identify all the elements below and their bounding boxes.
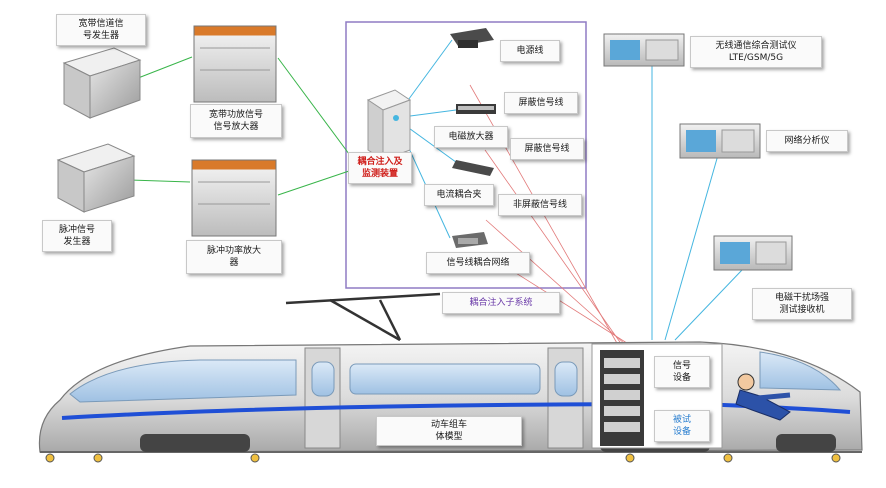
label-current-clamp: 电流耦合夹 (424, 184, 494, 206)
label-power-amp: 电磁放大器 (434, 126, 508, 148)
network-analyzer (679, 123, 761, 159)
label-shielded-signal-line-2: 屏蔽信号线 (510, 138, 584, 160)
label-power-line: 电源线 (500, 40, 560, 62)
label-signal-coupling-network: 信号线耦合网络 (426, 252, 530, 274)
power-amplifier-device (456, 104, 496, 114)
current-clamp-device (452, 160, 494, 176)
label-pulse-signal-generator: 脉冲信号 发生器 (42, 220, 112, 252)
label-test-device: 被试 设备 (654, 410, 710, 442)
label-broadband-power-amplifier: 宽带功放信号 信号放大器 (190, 104, 282, 138)
label-wireless-comm-tester: 无线通信综合测试仪 LTE/GSM/5G (690, 36, 822, 68)
label-shielded-signal-line: 屏蔽信号线 (504, 92, 578, 114)
emi-receiver (713, 235, 793, 271)
power-line-device (450, 28, 494, 48)
driver-figure (735, 373, 791, 421)
label-pulse-power-amplifier: 脉冲功率放大 器 (186, 240, 282, 274)
wireless-comm-tester (603, 33, 685, 67)
broadband-power-amplifier (193, 25, 277, 103)
green-links (129, 56, 353, 196)
label-coupling-subsystem: 耦合注入子系统 (442, 292, 560, 314)
label-unshielded-signal-line: 非屏蔽信号线 (498, 194, 582, 216)
label-coupling-injector: 耦合注入及 监测装置 (348, 152, 412, 184)
label-broadband-signal-generator: 宽带信道信 号发生器 (56, 14, 146, 46)
label-train-body-model: 动车组车 体模型 (376, 416, 522, 446)
signal-coupler-device (452, 232, 488, 248)
pulse-power-amplifier (191, 159, 277, 237)
pantograph (285, 292, 441, 342)
label-signal-device: 信号 设备 (654, 356, 710, 388)
pulse-signal-generator (56, 143, 136, 213)
coupling-injector-tower (366, 89, 412, 161)
label-network-analyzer: 网络分析仪 (766, 130, 848, 152)
label-emi-receiver: 电磁干扰场强 测试接收机 (752, 288, 852, 320)
broadband-signal-generator (62, 47, 142, 119)
